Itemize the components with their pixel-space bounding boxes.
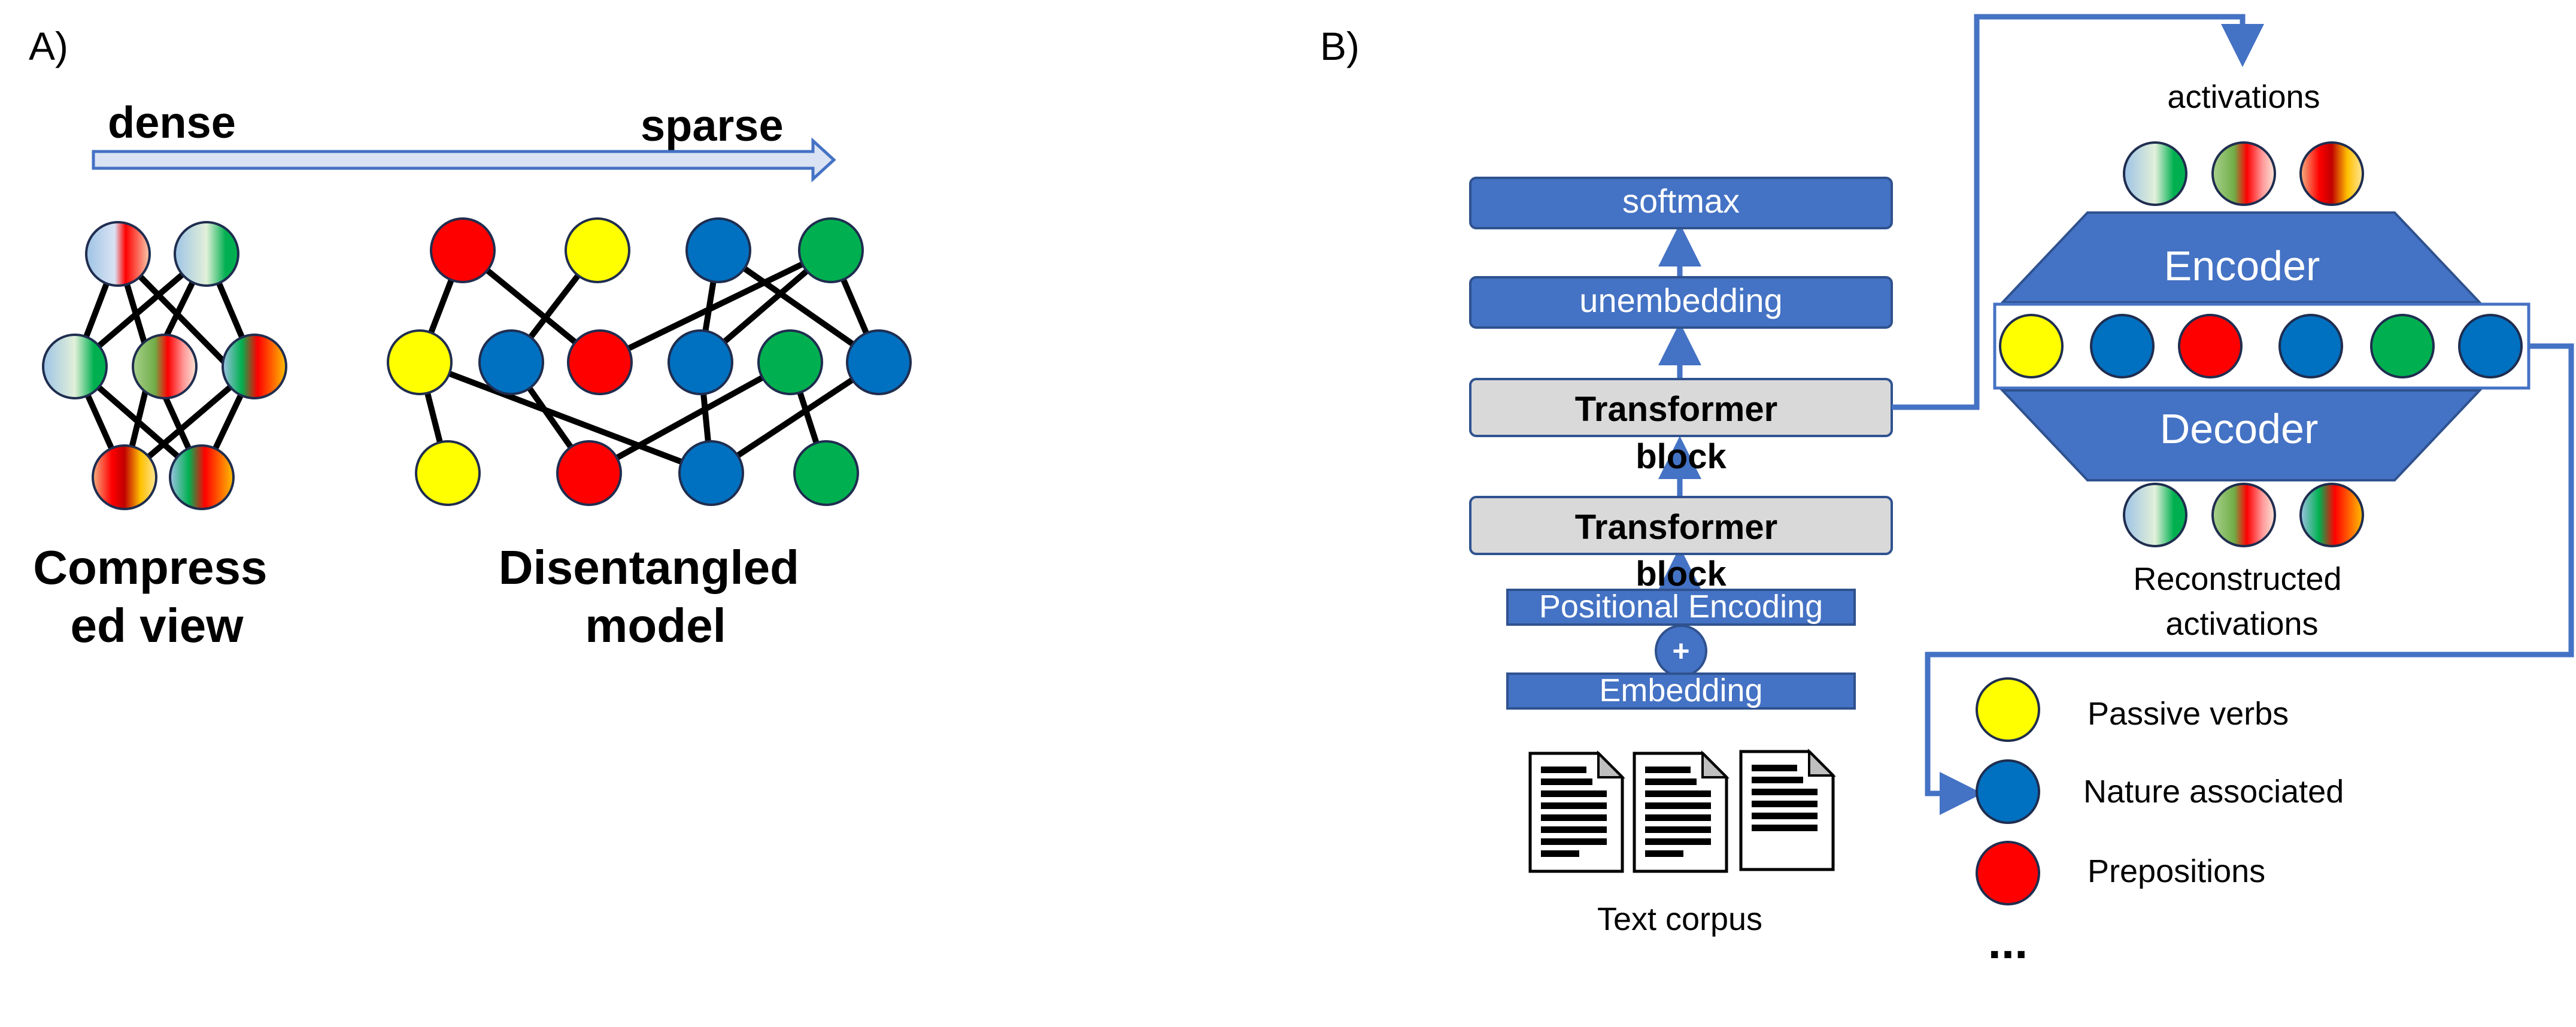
encoder-trapezoid [1999,211,2483,304]
disentangled-node-blue [478,329,544,395]
legend-swatch-red [1976,841,2040,905]
disentangled-node-blue [678,440,744,506]
text-corpus-label: Text corpus [1597,901,1762,937]
latent-node-red [2178,314,2243,378]
disentangled-node-green [757,329,823,395]
disentangled-node-red [567,329,633,395]
activations-label: activations [2167,79,2320,115]
disentangled-node-yellow [565,217,630,283]
reconstructed-node [2123,483,2187,547]
legend-label-passive-verbs: Passive verbs [2087,696,2289,732]
disentangled-node-red [430,217,496,283]
document-icon [1633,750,1730,873]
disentangled-node-blue [846,329,912,395]
latent-nodes [1999,314,2523,378]
panel-a-label: A) [29,24,68,68]
compressed-node [85,221,151,287]
disentangled-node-blue [667,329,733,395]
latent-node-blue [2278,314,2343,378]
reconstructed-activations-label: Reconstructed activations [2133,561,2350,642]
legend-ellipsis: ... [1988,915,2028,968]
document-icon-group [1528,749,1836,873]
legend-label-prepositions: Prepositions [2087,853,2265,889]
embedding-label: Embedding [1599,672,1762,708]
disentangled-node-blue [685,217,751,283]
unembedding-label: unembedding [1579,281,1782,319]
disentangled-model-label: Disentangled model [499,541,813,652]
softmax-box [1469,177,1893,229]
activation-node [2211,141,2276,206]
connector-to-legend [1925,343,2574,815]
compressed-node [169,444,235,510]
activation-node [2299,141,2364,206]
legend-swatch-yellow [1976,677,2040,742]
disentangled-node-green [798,217,864,283]
positional-encoding-label: Positional Encoding [1539,589,1823,625]
compressed-view-label: Compress ed view [33,541,280,652]
unembedding-box [1469,276,1893,329]
sparse-label: sparse [641,101,784,150]
decoder-label: Decoder [2160,405,2319,452]
add-operator-label: + [1672,634,1689,668]
softmax-label: softmax [1622,182,1740,220]
latent-node-yellow [1999,314,2064,378]
transformer-block-lower-label: Transformer block [1575,508,1788,593]
disentangled-node-red [556,440,622,506]
compressed-node [42,334,108,399]
reconstructed-node [2299,483,2364,547]
disentangled-node-yellow [415,440,481,506]
activation-nodes [2123,141,2364,206]
latent-band [1993,302,2531,390]
compressed-node [174,221,239,287]
latent-node-blue [2090,314,2155,378]
decoder-trapezoid [1999,389,2483,481]
panel-b-label: B) [1320,24,1360,68]
transformer-block-upper-label: Transformer block [1575,390,1788,476]
compressed-network [42,221,287,510]
positional-encoding-box [1506,589,1856,626]
legend: Passive verbs Nature associated Preposit… [1976,677,2344,968]
connector-to-activations [1892,14,2264,410]
reconstructed-node [2211,483,2276,547]
compressed-node [222,334,287,399]
legend-label-nature-associated: Nature associated [2083,774,2344,810]
document-icon [1739,749,1836,871]
latent-node-green [2370,314,2435,378]
latent-node-blue [2458,314,2523,378]
disentangled-network [387,217,912,506]
dense-label: dense [108,98,236,147]
embedding-box [1506,672,1856,710]
disentangled-node-yellow [387,329,453,395]
legend-swatch-blue [1976,759,2040,824]
activation-node [2123,141,2187,206]
transformer-block-lower [1469,496,1893,555]
compressed-node [132,334,198,399]
compressed-node [92,444,157,510]
document-icon [1528,750,1625,873]
disentangled-node-green [793,440,859,506]
dense-sparse-arrow [92,137,836,183]
encoder-label: Encoder [2164,243,2320,289]
reconstructed-nodes [2123,483,2364,547]
